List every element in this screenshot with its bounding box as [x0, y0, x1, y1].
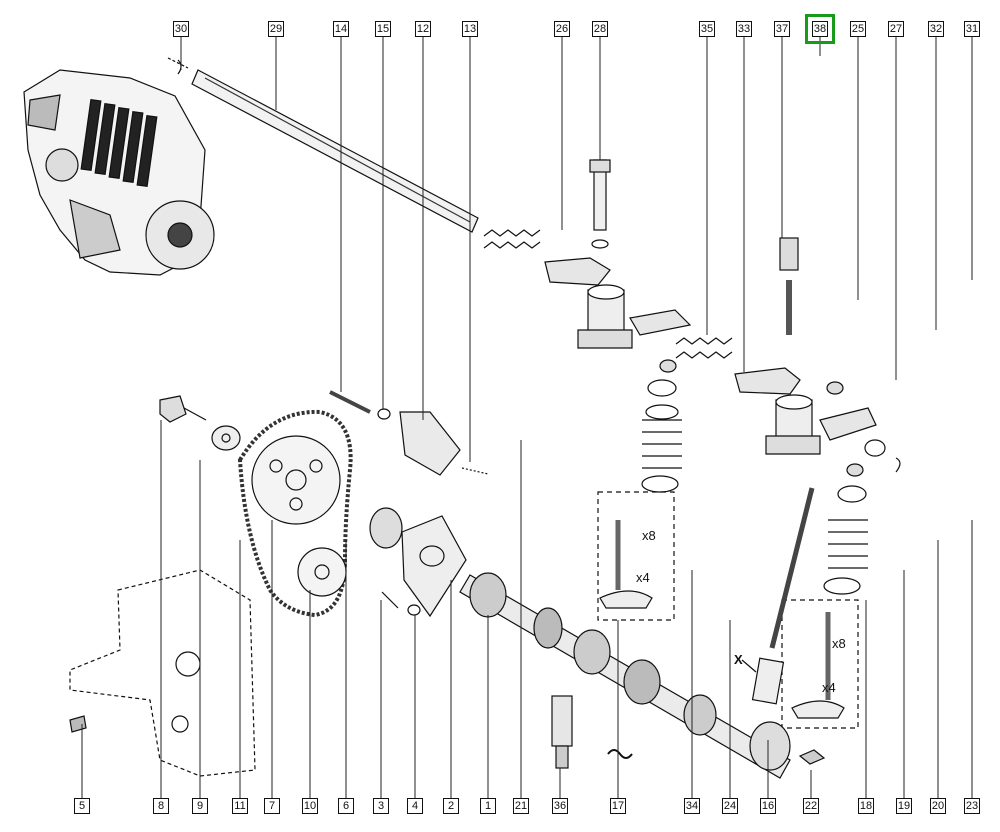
valve-group-right	[781, 463, 868, 729]
callout-19: 19	[896, 798, 912, 814]
leader-lines	[81, 37, 973, 798]
callout-15: 15	[375, 21, 391, 37]
callout-5: 5	[74, 798, 90, 814]
callout-37: 37	[774, 21, 790, 37]
callout-35: 35	[699, 21, 715, 37]
engine-block-fragment	[69, 569, 256, 777]
valve-right-count-label: x4	[822, 680, 836, 695]
collet-right-count-label: x8	[832, 636, 846, 651]
callout-22: 22	[803, 798, 819, 814]
callout-14: 14	[333, 21, 349, 37]
callout-27: 27	[888, 21, 904, 37]
callout-36: 36	[552, 798, 568, 814]
callout-30: 30	[173, 21, 189, 37]
callout-24: 24	[722, 798, 738, 814]
callout-33: 33	[736, 21, 752, 37]
callout-3: 3	[373, 798, 389, 814]
callout-10: 10	[302, 798, 318, 814]
collet-left-count-label: x8	[642, 528, 656, 543]
rocker-assembly-left	[483, 159, 692, 349]
callout-26: 26	[554, 21, 570, 37]
callout-17: 17	[610, 798, 626, 814]
valve-group-left	[597, 359, 682, 621]
callout-32: 32	[928, 21, 944, 37]
callout-25: 25	[850, 21, 866, 37]
callout-34: 34	[684, 798, 700, 814]
valve-left-count-label: x4	[636, 570, 650, 585]
callout-2: 2	[443, 798, 459, 814]
callout-11: 11	[232, 798, 248, 814]
callout-8: 8	[153, 798, 169, 814]
callout-4: 4	[407, 798, 423, 814]
callout-7: 7	[264, 798, 280, 814]
callout-23: 23	[964, 798, 980, 814]
callout-31: 31	[964, 21, 980, 37]
pushrod-marker-label: X	[734, 652, 743, 667]
callout-16: 16	[760, 798, 776, 814]
callout-13: 13	[462, 21, 478, 37]
distributor-drive	[551, 695, 826, 769]
callout-21: 21	[513, 798, 529, 814]
engine-thumbnail-illustration	[23, 69, 215, 276]
rocker-assembly-right	[675, 237, 901, 473]
timing-chain-and-sprockets	[237, 409, 353, 618]
rocker-shaft	[167, 57, 479, 233]
callout-38: 38	[805, 14, 835, 44]
callout-9: 9	[192, 798, 208, 814]
callout-29: 29	[268, 21, 284, 37]
callout-12: 12	[415, 21, 431, 37]
callout-1: 1	[480, 798, 496, 814]
front-parts	[159, 390, 489, 618]
callout-28: 28	[592, 21, 608, 37]
pushrod-and-tappet	[741, 487, 815, 705]
callout-18: 18	[858, 798, 874, 814]
callout-6: 6	[338, 798, 354, 814]
callout-20: 20	[930, 798, 946, 814]
camshaft	[459, 572, 791, 779]
